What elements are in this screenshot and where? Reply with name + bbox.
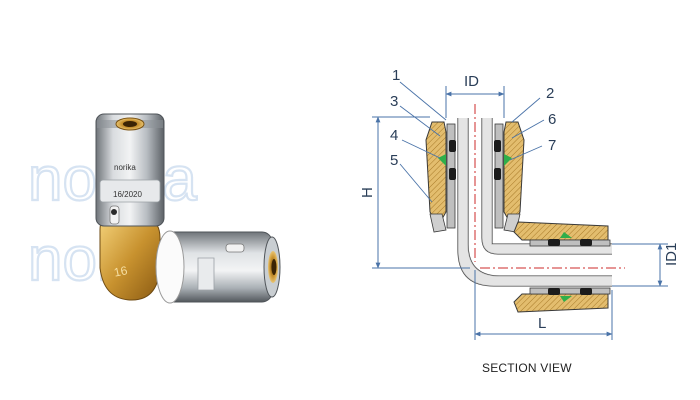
vertical-port-left <box>425 121 456 233</box>
callout-6: 6 <box>548 111 556 128</box>
seal-ring <box>504 154 512 166</box>
seal-ring <box>560 296 572 302</box>
o-ring <box>580 288 592 295</box>
seal-ring <box>438 154 446 166</box>
callout-4: 4 <box>390 127 398 144</box>
date-marking: 16/2020 <box>113 190 142 199</box>
callout-labels: 1 2 3 4 5 6 7 <box>390 67 556 169</box>
o-ring <box>449 140 456 152</box>
o-ring <box>449 168 456 180</box>
tube-wall-fill <box>458 118 612 286</box>
callout-1: 1 <box>392 67 400 84</box>
o-ring <box>548 239 560 246</box>
size-marking: 16 <box>113 263 129 280</box>
callout-3: 3 <box>390 93 398 110</box>
centerlines <box>474 104 625 269</box>
section-drawing: 1 2 3 4 5 6 7 ID H L ID1 SECTION VIEW <box>359 67 680 375</box>
horizontal-port-bottom <box>513 287 611 313</box>
brass-elbow-body <box>99 217 161 301</box>
o-ring <box>580 239 592 246</box>
o-ring <box>548 288 560 295</box>
vertical-port-right <box>494 121 525 233</box>
o-ring <box>494 168 501 180</box>
brand-marking: norika <box>114 163 136 172</box>
elbow-fitting-photo: 16 norika 16/2020 <box>95 113 281 304</box>
callout-5: 5 <box>390 152 398 169</box>
callout-2: 2 <box>546 85 554 102</box>
dim-label-id1: ID1 <box>663 243 680 266</box>
dimension-lines <box>372 86 668 340</box>
dim-label-l: L <box>538 315 546 332</box>
callout-7: 7 <box>548 137 556 154</box>
section-view-caption: SECTION VIEW <box>482 361 572 375</box>
dim-label-id: ID <box>464 73 479 90</box>
inner-tube <box>457 118 612 287</box>
dim-label-h: H <box>359 187 376 198</box>
seal-ring <box>560 232 572 238</box>
white-clamp-ring <box>155 230 185 304</box>
o-ring <box>494 140 501 152</box>
leader-lines <box>399 81 545 203</box>
horizontal-port-top <box>513 221 611 247</box>
vertical-press-sleeve: norika 16/2020 <box>95 113 165 227</box>
